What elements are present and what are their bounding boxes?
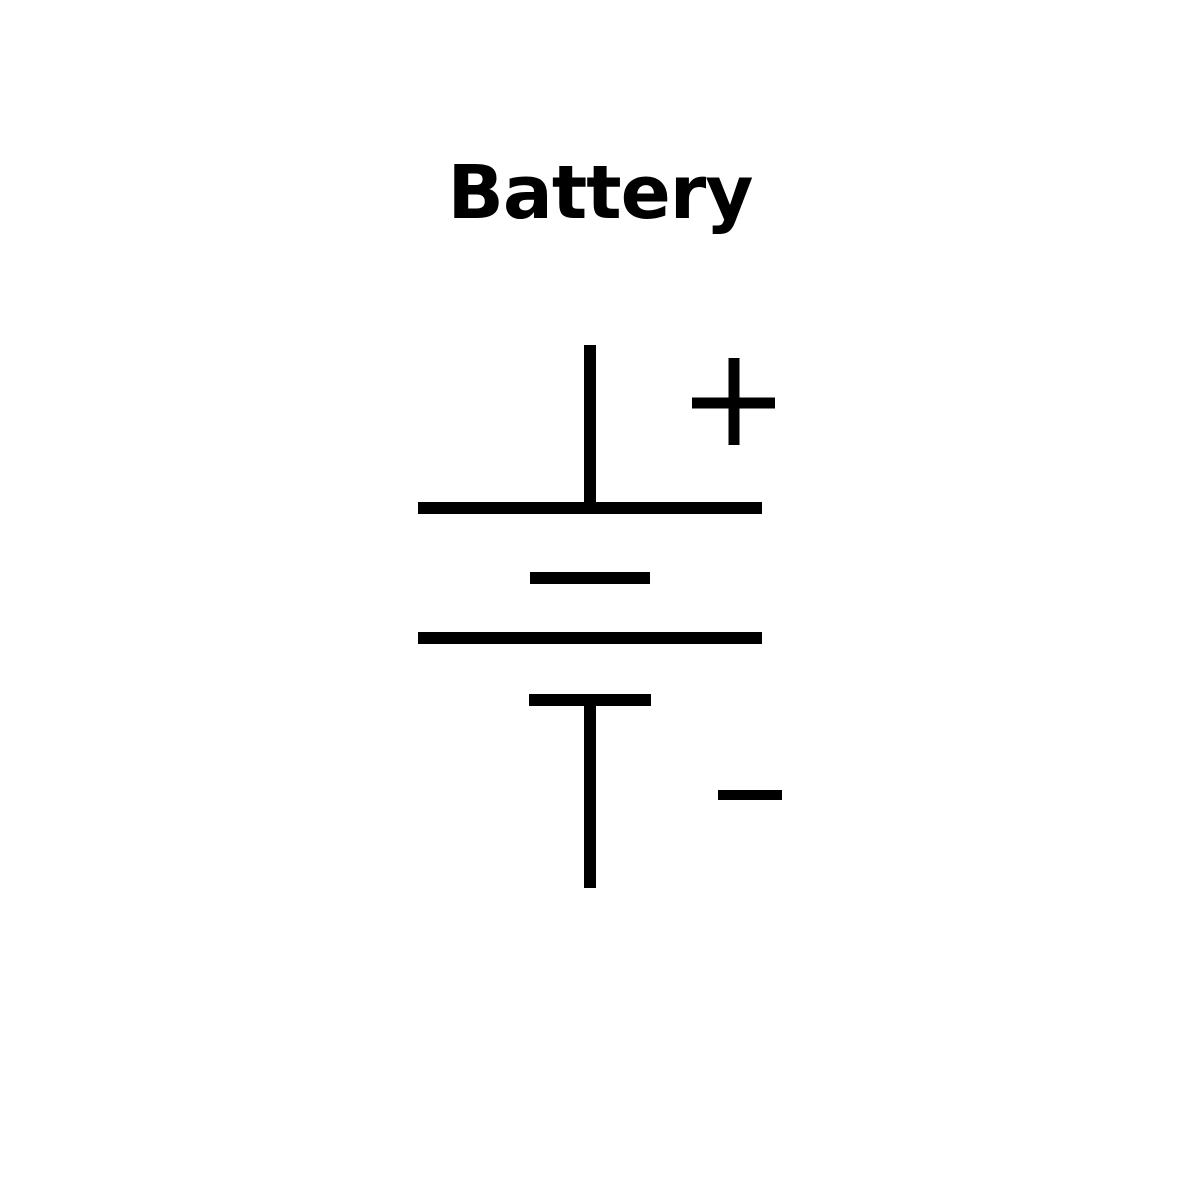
diagram-title: Battery bbox=[447, 150, 753, 236]
plus-icon bbox=[692, 358, 775, 445]
